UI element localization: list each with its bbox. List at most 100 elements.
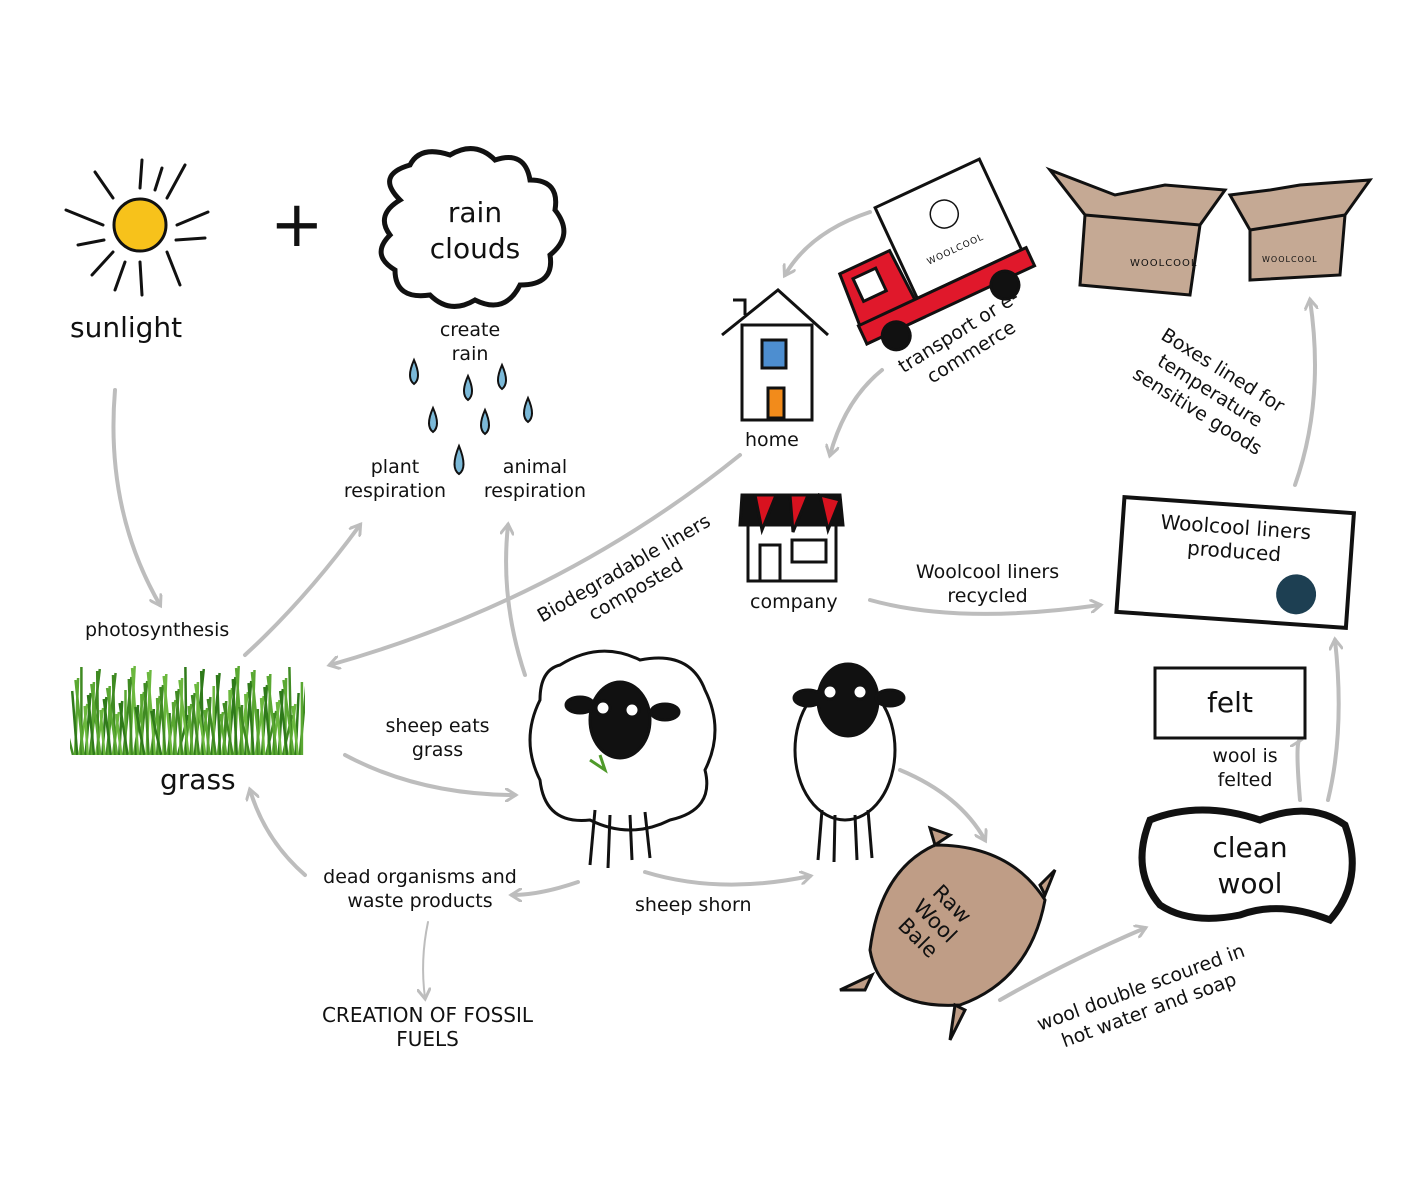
label-plant-respiration: plant respiration xyxy=(343,456,447,502)
grass-blade xyxy=(271,699,281,756)
grass-blade xyxy=(183,703,193,756)
label-create-rain: create rain xyxy=(439,319,501,365)
grass-blade xyxy=(127,678,134,756)
felt-box xyxy=(1153,666,1307,740)
house-icon xyxy=(721,288,830,422)
grass-blade xyxy=(138,680,149,756)
cloud-icon xyxy=(378,146,567,309)
grass-blade xyxy=(86,694,96,756)
grass-blade xyxy=(187,705,194,756)
grass-blade xyxy=(189,692,196,756)
arrow-bale-to-clean-wool xyxy=(998,928,1145,1002)
fluffy-sheep-icon xyxy=(528,649,717,869)
arrow-sun-to-grass xyxy=(111,388,160,605)
grass-blade xyxy=(117,700,124,756)
grass-blade xyxy=(111,711,121,756)
label-dead-organisms: dead organisms and waste products xyxy=(323,866,517,912)
arrow-sheep-to-bale xyxy=(898,768,985,840)
grass-blade xyxy=(275,701,283,756)
arrow-home-to-grass xyxy=(330,453,742,665)
boxes-icon xyxy=(1045,166,1374,297)
grass-blade xyxy=(266,675,278,756)
grass-blade xyxy=(243,680,253,756)
grass-blade xyxy=(194,683,207,756)
arrow-dead-from-sheep xyxy=(512,880,580,895)
grass-blade xyxy=(199,707,209,756)
company-shop-icon xyxy=(738,492,845,583)
grass-illustration xyxy=(61,660,310,756)
grass-blade xyxy=(206,698,218,756)
arrow-truck-to-company xyxy=(830,368,884,455)
grass-blade xyxy=(210,672,221,756)
arrow-dead-to-grass xyxy=(250,790,307,877)
sun-icon xyxy=(64,158,210,297)
label-clean-wool: clean wool xyxy=(1212,831,1288,900)
grass-blade xyxy=(288,703,297,756)
grass-blade xyxy=(263,686,272,756)
grass-blade xyxy=(115,713,123,756)
delivery-truck-icon xyxy=(837,157,1037,352)
grass-blade xyxy=(294,692,300,756)
clean-wool-blob xyxy=(1138,806,1356,925)
grass-blade xyxy=(277,688,285,756)
shorn-sheep-icon xyxy=(792,662,906,863)
box-logo-small: WOOLCOOL xyxy=(1262,255,1318,264)
grass-blade xyxy=(219,713,228,756)
grass-blade xyxy=(166,699,177,756)
woolcool-badge-icon xyxy=(1276,574,1317,615)
grass-blade xyxy=(227,676,237,756)
label-felt: felt xyxy=(1207,686,1253,719)
grass-blade xyxy=(282,679,295,756)
arrow-grass-to-sheep xyxy=(343,753,515,795)
grass-blade xyxy=(122,676,133,756)
grass-blade xyxy=(83,705,89,756)
raindrops-icon xyxy=(409,357,533,476)
grass-blade xyxy=(118,702,129,756)
label-company: company xyxy=(750,591,838,613)
grass-blade xyxy=(73,677,80,756)
arrow-grass-to-plant-respiration xyxy=(243,525,360,657)
grass-blade xyxy=(94,707,105,756)
grass-blade xyxy=(155,684,165,756)
grass-blade xyxy=(260,684,269,756)
grass-blade xyxy=(238,706,251,756)
label-fossil-fuels: CREATION OF FOSSIL FUELS xyxy=(321,1003,534,1051)
grass-blade xyxy=(206,696,212,756)
grass-blade xyxy=(90,683,102,756)
label-home: home xyxy=(745,429,799,451)
label-sunlight: sunlight xyxy=(70,311,183,344)
grass-blade xyxy=(222,702,234,756)
grass-blade xyxy=(174,690,184,756)
grass-blade xyxy=(231,678,239,756)
label-sheep-eats-grass: sheep eats grass xyxy=(385,715,490,761)
grass-blade xyxy=(259,697,266,756)
grass-blade xyxy=(190,694,201,756)
arrow-sheep-shorn xyxy=(643,872,810,887)
grass-blade xyxy=(99,709,106,756)
grass-blade xyxy=(278,690,289,756)
grass-blade xyxy=(101,696,108,756)
grass-blade xyxy=(264,710,278,756)
arrow-truck-to-home xyxy=(785,210,872,275)
grass-blade xyxy=(70,690,79,756)
grass-blade xyxy=(247,682,255,756)
grass-blade xyxy=(203,709,211,756)
label-wool-felted: wool is felted xyxy=(1212,745,1278,791)
grass-blade xyxy=(162,675,173,756)
grass-blade xyxy=(102,698,113,756)
grass-blade xyxy=(250,671,262,756)
grass-blade xyxy=(149,710,163,756)
grass-blade xyxy=(172,688,181,756)
grass-blade xyxy=(134,706,146,756)
grass-blade xyxy=(78,703,89,756)
grass-blade xyxy=(222,700,228,756)
grass-blade xyxy=(171,701,178,756)
label-grass: grass xyxy=(160,763,236,796)
grass-blade xyxy=(178,679,190,756)
grass-blade xyxy=(143,682,150,756)
box-logo: WOOLCOOL xyxy=(1130,258,1198,269)
grass-blade xyxy=(84,692,92,756)
